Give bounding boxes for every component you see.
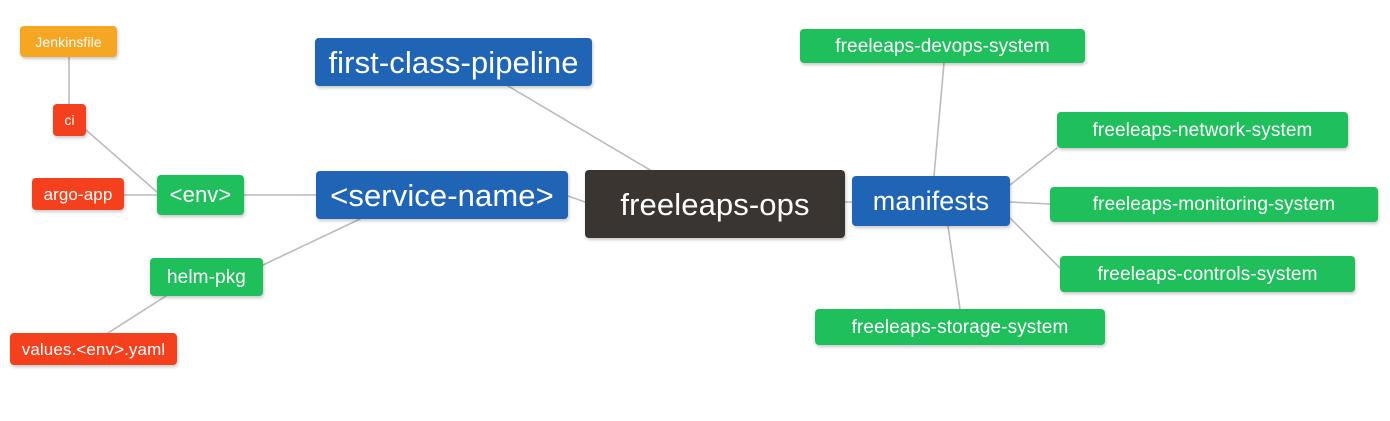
node-freeleaps-storage-system[interactable]: freeleaps-storage-system (815, 309, 1105, 345)
edge-manifests-to-storage (947, 225, 961, 310)
edge-helm-pkg-to-values (107, 295, 167, 334)
node-manifests[interactable]: manifests (852, 176, 1010, 226)
node-freeleaps-monitoring-system[interactable]: freeleaps-monitoring-system (1050, 187, 1378, 222)
node-freeleaps-controls-system[interactable]: freeleaps-controls-system (1060, 256, 1355, 292)
node-values-env-yaml[interactable]: values.<env>.yaml (10, 333, 177, 365)
edge-service-name-to-helm-pkg (262, 218, 361, 266)
edge-first-class-pipeline-to-freeleaps-ops (507, 85, 651, 171)
node-freeleaps-ops[interactable]: freeleaps-ops (585, 170, 845, 238)
edge-manifests-to-network (1009, 147, 1058, 186)
node-helm-pkg[interactable]: helm-pkg (150, 258, 263, 296)
node-env[interactable]: <env> (157, 175, 244, 215)
node-freeleaps-network-system[interactable]: freeleaps-network-system (1057, 112, 1348, 148)
edge-manifests-to-monitoring (1009, 201, 1051, 205)
node-service-name[interactable]: <service-name> (316, 171, 568, 219)
node-argo-app[interactable]: argo-app (32, 178, 124, 210)
edge-service-name-to-freeleaps-ops (567, 195, 586, 203)
node-first-class-pipeline[interactable]: first-class-pipeline (315, 38, 592, 86)
node-jenkinsfile[interactable]: Jenkinsfile (20, 26, 117, 57)
edge-manifests-to-controls (1009, 217, 1061, 269)
node-ci[interactable]: ci (53, 104, 86, 136)
node-freeleaps-devops-system[interactable]: freeleaps-devops-system (800, 29, 1085, 63)
edge-manifests-to-devops (933, 62, 945, 177)
